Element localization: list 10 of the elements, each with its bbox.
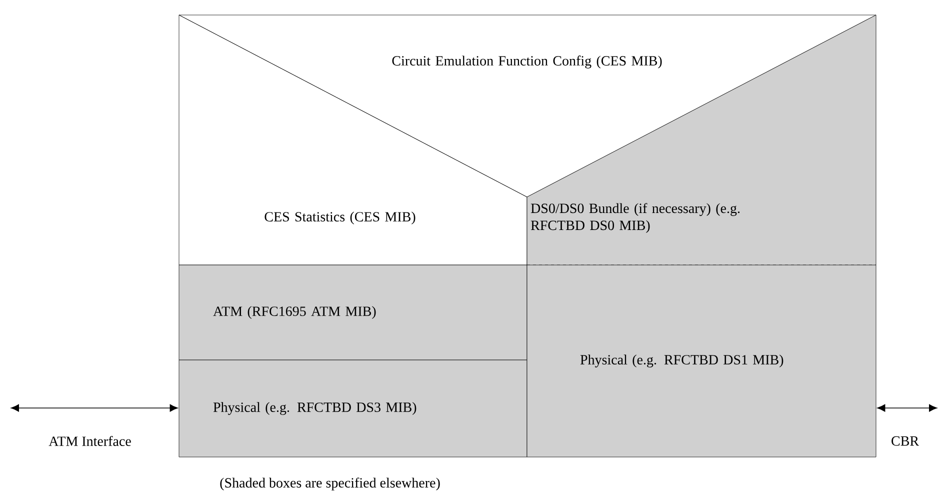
arrow: [11, 404, 178, 412]
arrow: [877, 404, 937, 412]
function-triangle: Circuit Emulation Function Config (CES MIB): [178, 14, 876, 198]
shaded-box: Physical (e.g. RFCTBD DS1 MIB): [526, 264, 876, 458]
shaded-box: ATM (RFC1695 ATM MIB): [178, 264, 528, 360]
shaded-box: Physical (e.g. RFCTBD DS3 MIB): [178, 360, 528, 458]
caption: (Shaded boxes are specified elsewhere): [220, 478, 440, 490]
edge-label: ATM Interface: [48, 436, 131, 446]
node-label: DS0/DS0 Bundle (if necessary) (e.g. RFCTBD DS0 MIB): [530, 203, 740, 233]
edge-label: CBR: [892, 436, 919, 446]
